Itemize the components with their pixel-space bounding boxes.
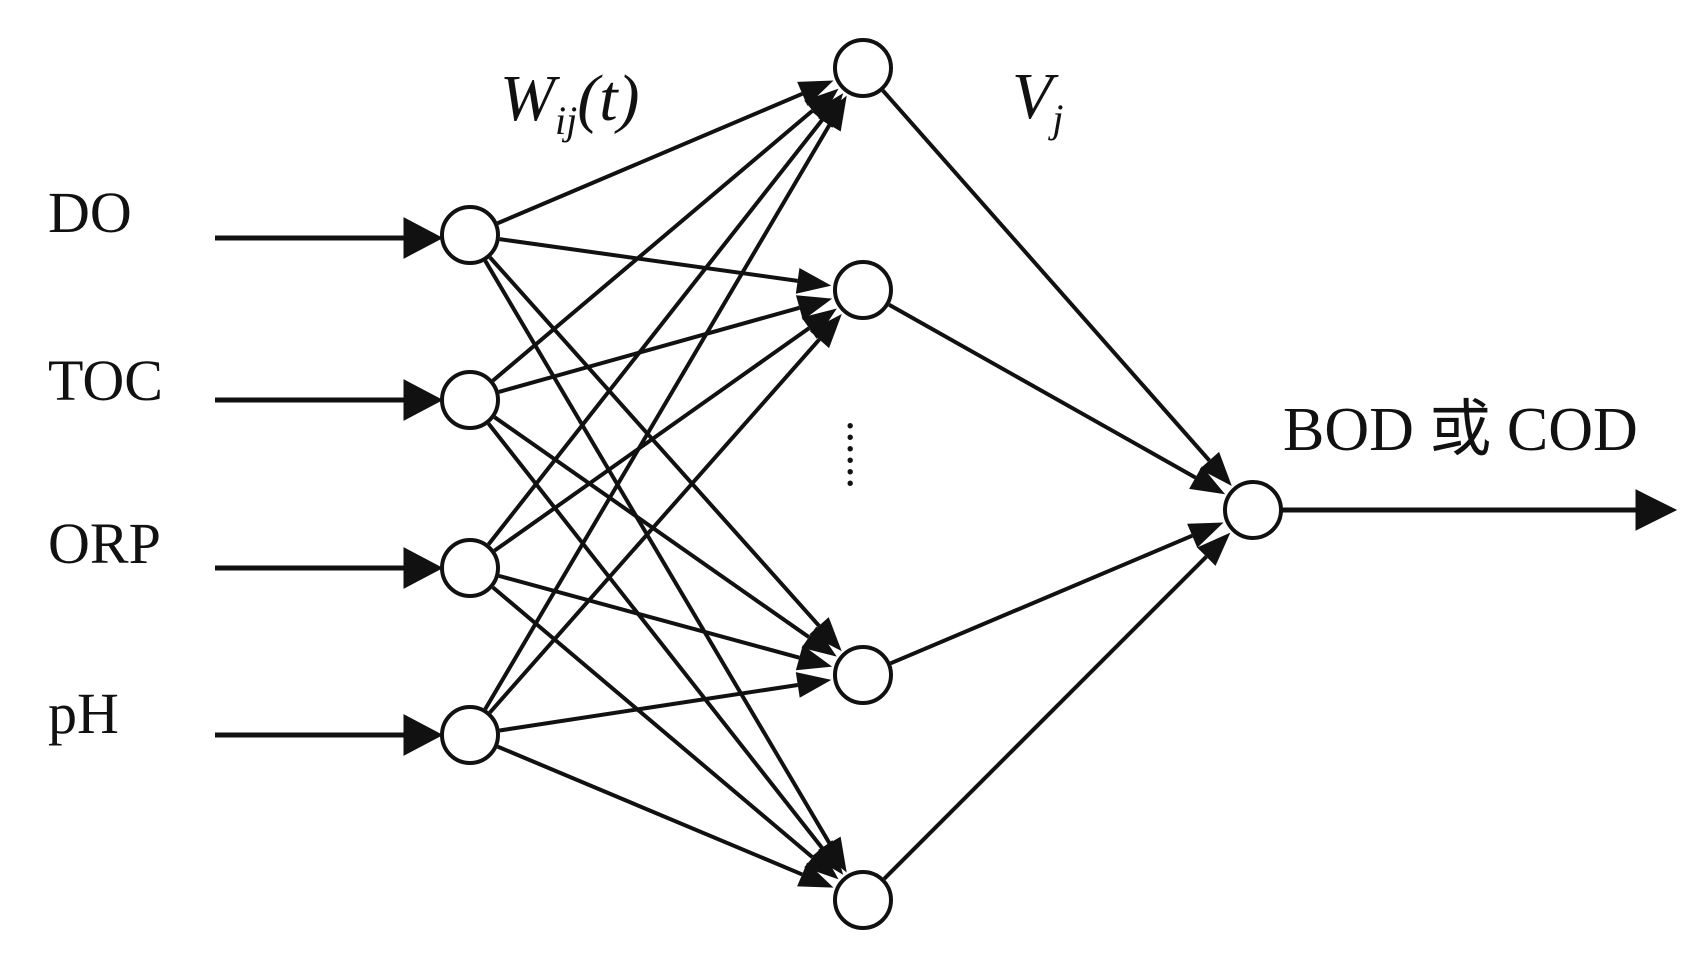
output-arrowhead: [1635, 489, 1678, 531]
edge-hidden-2-to-output-arrowhead: [1189, 466, 1226, 495]
edge-input-2-to-hidden-2-arrowhead: [795, 295, 833, 321]
edge-input-3-to-hidden-4: [491, 585, 814, 859]
input-label-toc: TOC: [48, 348, 163, 413]
input-node-1: [440, 205, 500, 265]
edge-input-2-to-hidden-4-arrowhead: [811, 840, 844, 875]
hidden-node-1: [833, 38, 893, 98]
input-node-2: [440, 370, 500, 430]
edge-input-1-to-hidden-1: [496, 91, 804, 226]
output-layer: [1223, 480, 1283, 540]
weight-v-symbol: V: [1012, 60, 1059, 133]
hidden-layer: [833, 38, 893, 930]
edge-input-2-to-hidden-3-arrowhead: [801, 626, 837, 657]
input-hidden-connections: [483, 80, 847, 888]
input-arrowhead-toc: [403, 379, 444, 421]
edge-input-4-to-hidden-1-arrowhead: [818, 95, 847, 132]
edge-input-4-to-hidden-4-arrowhead: [797, 862, 834, 888]
input-arrowhead-orp: [403, 547, 444, 589]
edge-input-4-to-hidden-4: [496, 744, 803, 877]
edge-input-1-to-hidden-2: [499, 237, 798, 283]
weight-v-subscript: j: [1047, 96, 1063, 141]
weight-w-symbol: W: [500, 62, 560, 135]
edge-input-4-to-hidden-1: [483, 123, 832, 711]
weight-w-argument: (t): [577, 62, 639, 135]
hidden-output-connections: [881, 89, 1232, 881]
edge-input-3-to-hidden-2-arrowhead: [801, 308, 837, 339]
edge-input-3-to-hidden-3-arrowhead: [795, 645, 833, 671]
weight-label-vj: Vj: [1012, 60, 1063, 141]
edge-input-3-to-hidden-3: [498, 573, 800, 660]
edge-input-2-to-hidden-2: [498, 305, 800, 394]
edge-hidden-3-to-output: [889, 533, 1193, 666]
edge-input-4-to-hidden-3-arrowhead: [795, 672, 832, 698]
hidden-node-4: [833, 870, 893, 930]
input-layer: [440, 205, 500, 765]
edge-input-3-to-hidden-1: [486, 118, 824, 546]
edge-input-1-to-hidden-4: [483, 259, 832, 845]
input-label-ph: pH: [48, 681, 119, 746]
edge-hidden-1-to-output: [881, 89, 1211, 462]
edge-input-2-to-hidden-1-arrowhead: [804, 88, 839, 121]
edge-input-1-to-hidden-3-arrowhead: [809, 617, 842, 652]
edge-hidden-3-to-output-arrowhead: [1187, 522, 1224, 548]
input-arrowhead-ph: [403, 714, 444, 756]
edge-input-4-to-hidden-3: [499, 682, 799, 733]
output-label: BOD 或 COD: [1283, 396, 1638, 464]
input-node-3: [440, 538, 500, 598]
output-arrow: [1280, 489, 1678, 531]
edge-input-2-to-hidden-4: [486, 422, 824, 850]
input-arrowhead-do: [403, 217, 444, 259]
hidden-node-2: [833, 260, 893, 320]
input-node-4: [440, 705, 500, 765]
edge-input-4-to-hidden-2-arrowhead: [809, 313, 842, 349]
weight-w-subscript: ij: [555, 98, 577, 143]
edge-hidden-1-to-output-arrowhead: [1199, 451, 1232, 487]
weight-label-wij: Wij(t): [500, 62, 640, 143]
edge-input-4-to-hidden-2: [488, 338, 821, 714]
input-label-orp: ORP: [48, 511, 161, 576]
edge-input-3-to-hidden-4-arrowhead: [804, 847, 839, 880]
output-node: [1223, 480, 1283, 540]
edge-hidden-4-to-output: [882, 555, 1208, 881]
edge-input-1-to-hidden-3: [488, 256, 821, 628]
edge-input-3-to-hidden-1-arrowhead: [811, 93, 844, 128]
hidden-node-3: [833, 645, 893, 705]
edge-hidden-4-to-output-arrowhead: [1197, 532, 1231, 566]
edge-input-2-to-hidden-1: [491, 109, 814, 383]
input-feed-arrows: [215, 217, 444, 756]
edge-hidden-2-to-output: [888, 302, 1197, 480]
edge-input-3-to-hidden-2: [493, 326, 811, 553]
hidden-ellipsis: ......: [838, 420, 889, 489]
edge-input-1-to-hidden-1-arrowhead: [797, 80, 834, 106]
edge-input-1-to-hidden-2-arrowhead: [795, 267, 832, 294]
input-label-do: DO: [48, 180, 132, 245]
